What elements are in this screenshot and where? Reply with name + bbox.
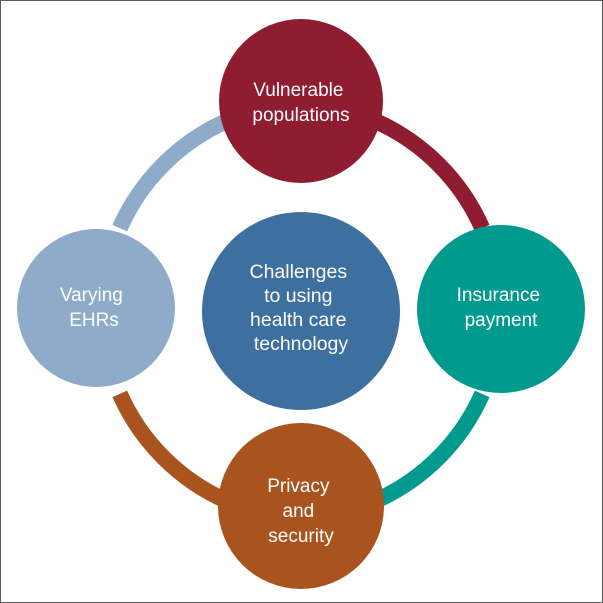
node-insurance-line-2: payment xyxy=(465,310,539,331)
node-privacy-line-2: and xyxy=(283,501,315,522)
node-ehrs-line-1: Varying xyxy=(60,285,123,306)
node-ehrs-line-2: EHRs xyxy=(69,310,119,331)
node-privacy-line-3: security xyxy=(268,526,334,547)
center-node: Challenges to using health care technolo… xyxy=(202,212,400,410)
node-vulnerable-line-2: populations xyxy=(252,105,349,126)
arc-ehrs-to-vulnerable xyxy=(112,113,231,232)
center-label-line-3: health care xyxy=(250,309,346,331)
center-label-line-4: technology xyxy=(254,333,349,355)
node-privacy-line-1: Privacy xyxy=(267,476,330,497)
node-insurance-payment-label: Insurance payment xyxy=(457,285,546,331)
node-privacy-and-security: Privacy and security xyxy=(218,423,384,589)
node-vulnerable-populations-label: Vulnerable populations xyxy=(252,80,349,126)
node-vulnerable-populations: Vulnerable populations xyxy=(219,19,383,183)
node-privacy-and-security-label: Privacy and security xyxy=(267,476,335,547)
arc-privacy-to-ehrs xyxy=(112,390,231,509)
node-varying-ehrs: Varying EHRs xyxy=(17,229,175,387)
node-insurance-line-1: Insurance xyxy=(457,285,540,306)
center-label: Challenges to using health care technolo… xyxy=(250,261,353,355)
node-varying-ehrs-label: Varying EHRs xyxy=(60,285,128,331)
node-insurance-payment: Insurance payment xyxy=(417,225,585,393)
arc-vulnerable-to-insurance xyxy=(371,113,490,232)
arc-insurance-to-privacy xyxy=(371,390,490,509)
center-label-line-2: to using xyxy=(264,285,332,307)
center-label-line-1: Challenges xyxy=(250,261,348,283)
node-vulnerable-line-1: Vulnerable xyxy=(253,80,343,101)
